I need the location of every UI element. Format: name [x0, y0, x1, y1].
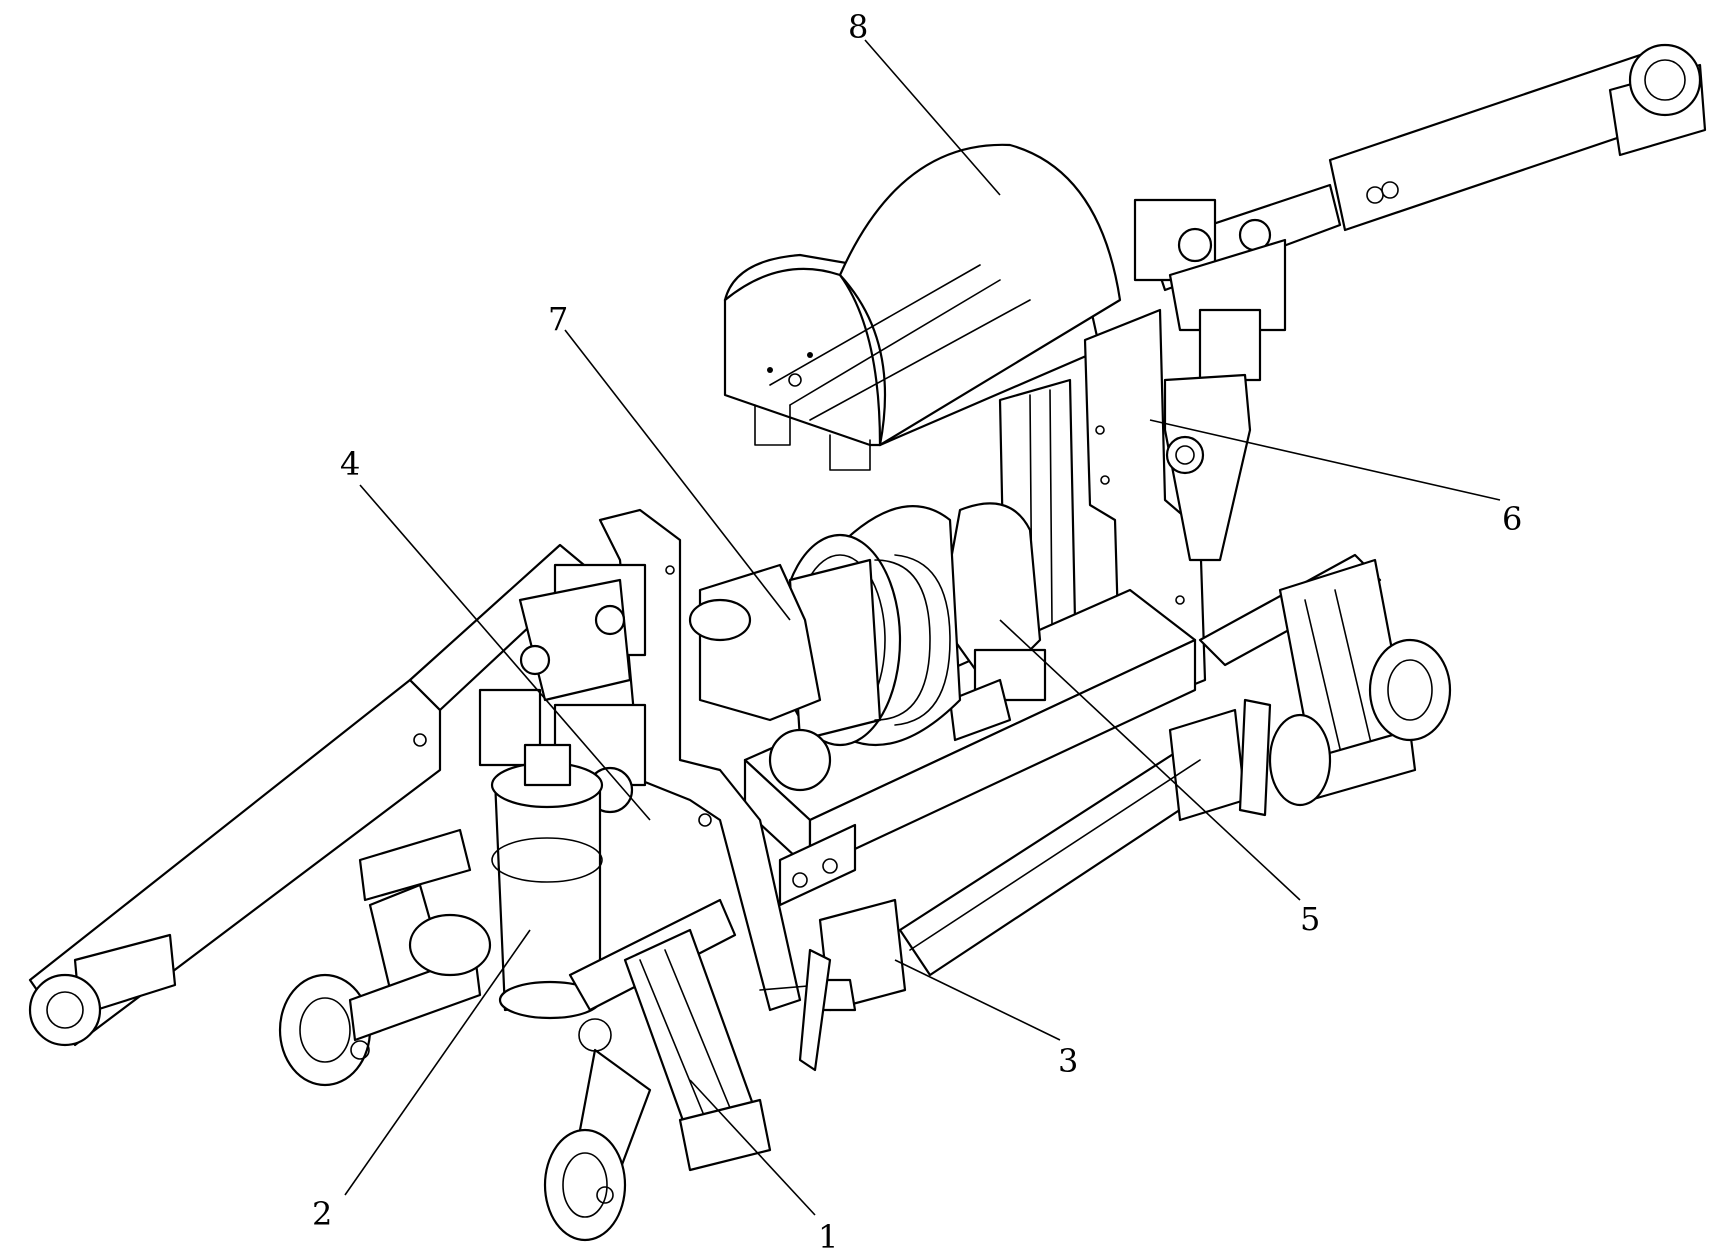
front-slide-rail — [543, 898, 832, 1242]
rear-frame-plate — [998, 308, 1207, 692]
rear-swing-arm — [1133, 43, 1707, 562]
label-4: 4 — [340, 445, 360, 483]
reference-numerals: 8 7 4 6 5 3 2 1 — [312, 8, 1522, 1256]
hood — [723, 143, 1122, 471]
leader-5 — [999, 619, 1301, 901]
front-swing-arm — [28, 543, 647, 1047]
label-8: 8 — [848, 8, 868, 46]
leader-8 — [864, 39, 1001, 196]
leader-lines — [344, 39, 1501, 1216]
front-cylinder — [490, 743, 604, 1020]
motor-drum — [688, 502, 1047, 792]
leader-1 — [689, 1079, 816, 1216]
leader-3 — [894, 959, 1061, 1041]
leader-4 — [359, 484, 651, 821]
label-3: 3 — [1058, 1042, 1078, 1080]
label-2: 2 — [312, 1195, 332, 1233]
leader-7 — [564, 329, 791, 621]
rear-slide-rail — [1198, 553, 1452, 817]
label-1: 1 — [818, 1218, 838, 1256]
label-7: 7 — [548, 300, 568, 338]
leader-6 — [1149, 419, 1501, 501]
front-left-wheel — [278, 828, 492, 1087]
label-6: 6 — [1502, 500, 1522, 538]
leader-2 — [344, 929, 531, 1196]
label-5: 5 — [1300, 900, 1320, 938]
